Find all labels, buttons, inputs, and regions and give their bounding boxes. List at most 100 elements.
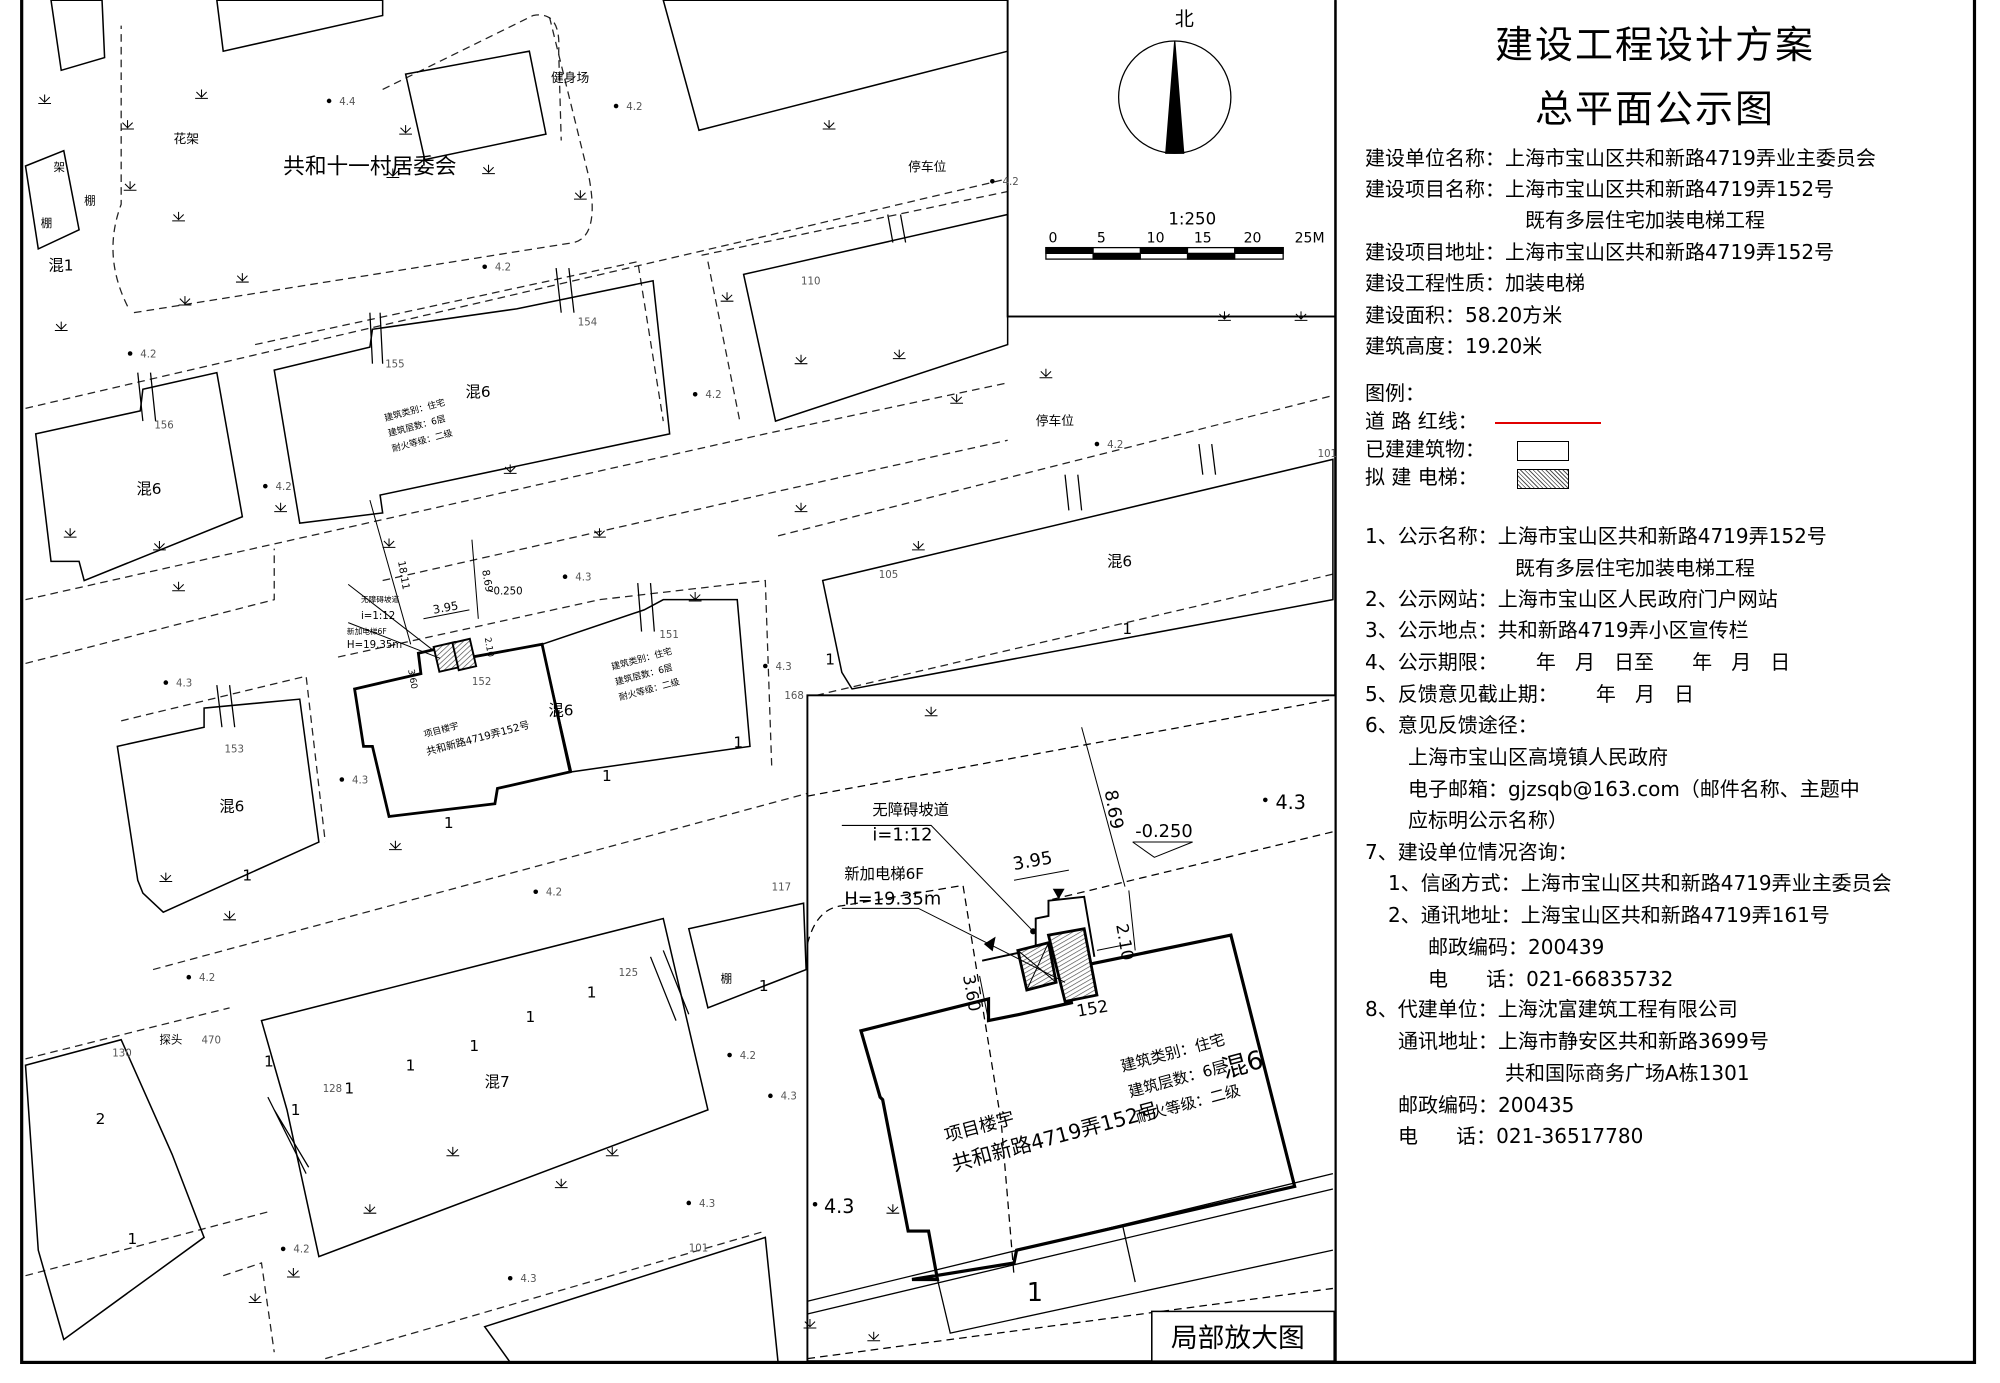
north-label: 北 <box>1175 8 1194 31</box>
elevation-label: 4.3 <box>575 573 591 584</box>
project-address: 建设项目地址：上海市宝山区共和新路4719弄152号 <box>1365 240 1835 264</box>
map-label: 1 <box>128 1230 138 1248</box>
info-panel: 建设工程设计方案 总平面公示图 <box>1335 0 1975 1362</box>
elevation-label: 4.2 <box>199 973 215 984</box>
elevator-label: 新加电梯6F <box>347 626 387 636</box>
building-number: 101 <box>689 1243 708 1254</box>
tree-icon <box>123 181 137 191</box>
notice-line: 7、建设单位情况咨询： <box>1365 840 1578 864</box>
dimension-lines <box>347 500 479 659</box>
elevator-height-label: H=19.35m <box>347 640 402 651</box>
notice-line: 8、代建单位：上海沈富建筑工程有限公司 <box>1365 997 1738 1021</box>
tree-icon <box>153 540 166 551</box>
notice-line: 1、信函方式：上海市宝山区共和新路4719弄业主委员会 <box>1388 871 1892 895</box>
elevation-label: 4.2 <box>276 482 292 493</box>
map-label: 棚 <box>721 971 732 985</box>
building-number: 117 <box>772 882 791 893</box>
tree-icon <box>274 502 287 513</box>
north-arrow-icon <box>1165 40 1185 154</box>
map-label: 2 <box>96 1110 106 1128</box>
elevation-label: 4.2 <box>546 888 562 899</box>
elevation-label: 4.2 <box>1003 177 1019 188</box>
unit-label: 1 <box>291 1101 301 1119</box>
scale-tick: 25M <box>1295 231 1325 247</box>
notice-line: 邮政编码：200435 <box>1398 1093 1575 1117</box>
elevation-point <box>263 483 268 489</box>
unit-label: 1 <box>242 866 252 884</box>
construction-area: 建设面积：58.20方米 <box>1365 303 1563 327</box>
building-height: 建筑高度：19.20米 <box>1365 334 1543 358</box>
unit-label: 1 <box>733 734 743 752</box>
inset-elevation: 4.3 <box>1276 791 1306 814</box>
tree-icon <box>892 349 906 360</box>
tree-icon <box>223 910 236 921</box>
tree-icon <box>54 321 68 332</box>
map-label: 共和十一村居委会 <box>283 155 456 180</box>
tree-icon <box>503 464 517 474</box>
notice-line: 既有多层住宅加装电梯工程 <box>1515 556 1755 580</box>
drawing-frame <box>20 0 1977 1365</box>
existing-buildings <box>24 0 1334 1364</box>
unit-label: 1 <box>587 984 597 1002</box>
building-number: 470 <box>202 1036 221 1047</box>
project-building <box>353 641 572 819</box>
elevation-point <box>163 680 169 685</box>
tree-icon <box>248 1293 262 1303</box>
tree-icon <box>38 94 52 104</box>
inset-ramp-label: 无障碍坡道 <box>872 801 949 819</box>
tree-icon <box>121 120 134 130</box>
tree-icon <box>363 1204 377 1214</box>
elevation-label: 4.2 <box>293 1245 309 1256</box>
elevation-label: 4.3 <box>520 1274 536 1285</box>
elevation-point <box>186 974 192 980</box>
tree-icon <box>195 89 208 99</box>
elevation-label: 4.3 <box>699 1199 715 1210</box>
ramp-label: 无障碍坡道 <box>361 594 400 604</box>
inset-elevation: 4.3 <box>824 1195 854 1218</box>
scale-tick: 15 <box>1194 231 1212 247</box>
notice-line: 5、反馈意见截止期： 年 月 日 <box>1365 682 1695 706</box>
dim-setback: 8.69 <box>479 569 494 593</box>
tree-icon <box>554 1178 568 1189</box>
legend-red-line-swatch <box>1495 422 1601 424</box>
project-address-label: 共和新路4719弄152号 <box>425 718 531 758</box>
elevation-label: 4.3 <box>176 678 192 689</box>
scale-tick: 5 <box>1097 231 1106 247</box>
elevation-label: 4.3 <box>781 1092 797 1103</box>
elevation-point <box>280 1246 286 1252</box>
notice-line: 电 话：021-36517780 <box>1398 1124 1644 1148</box>
inset-slope-label: i=1:12 <box>872 825 932 846</box>
map-label: 混6 <box>1107 553 1132 571</box>
elevation-label: 4.4 <box>339 97 355 108</box>
elevation-label: 4.2 <box>705 390 721 401</box>
legend-heading: 图例： <box>1365 381 1425 405</box>
inset-frame <box>806 694 1337 1363</box>
notice-line: 4、公示期限： 年 月 日至 年 月 日 <box>1365 650 1791 674</box>
page-subtitle: 总平面公示图 <box>1534 87 1775 131</box>
elevation-label: 4.3 <box>352 775 368 786</box>
project-name: 建设项目名称：上海市宝山区共和新路4719弄152号 <box>1365 177 1835 201</box>
map-label: 探头 <box>159 1033 182 1047</box>
dim-depth: 2.10 <box>482 637 495 659</box>
tree-icon <box>1039 368 1053 379</box>
tree-icon <box>286 1268 300 1278</box>
building-number: 101 <box>1318 449 1337 460</box>
tree-icon <box>159 872 173 883</box>
notice-line: 2、公示网站：上海市宝山区人民政府门户网站 <box>1365 587 1778 611</box>
building-number: 151 <box>659 630 678 641</box>
scale-tick: 0 <box>1048 231 1057 247</box>
elevation-point <box>533 889 539 895</box>
building-number: 105 <box>879 570 898 581</box>
tree-icon <box>688 592 702 602</box>
page-title: 建设工程设计方案 <box>1494 23 1815 67</box>
map-label: 混6 <box>136 480 161 498</box>
tree-icon <box>172 211 185 222</box>
building-number: 155 <box>385 360 404 371</box>
notice-line: 3、公示地点：共和新路4719弄小区宣传栏 <box>1365 618 1749 642</box>
tree-icon <box>803 1319 817 1329</box>
elevation-point <box>727 1052 732 1058</box>
tree-icon <box>482 164 495 175</box>
building-number: 156 <box>154 421 173 432</box>
notice-line: 2、通讯地址：上海宝山区共和新路4719弄161号 <box>1388 903 1830 927</box>
unit-label: 1 <box>1122 620 1132 638</box>
